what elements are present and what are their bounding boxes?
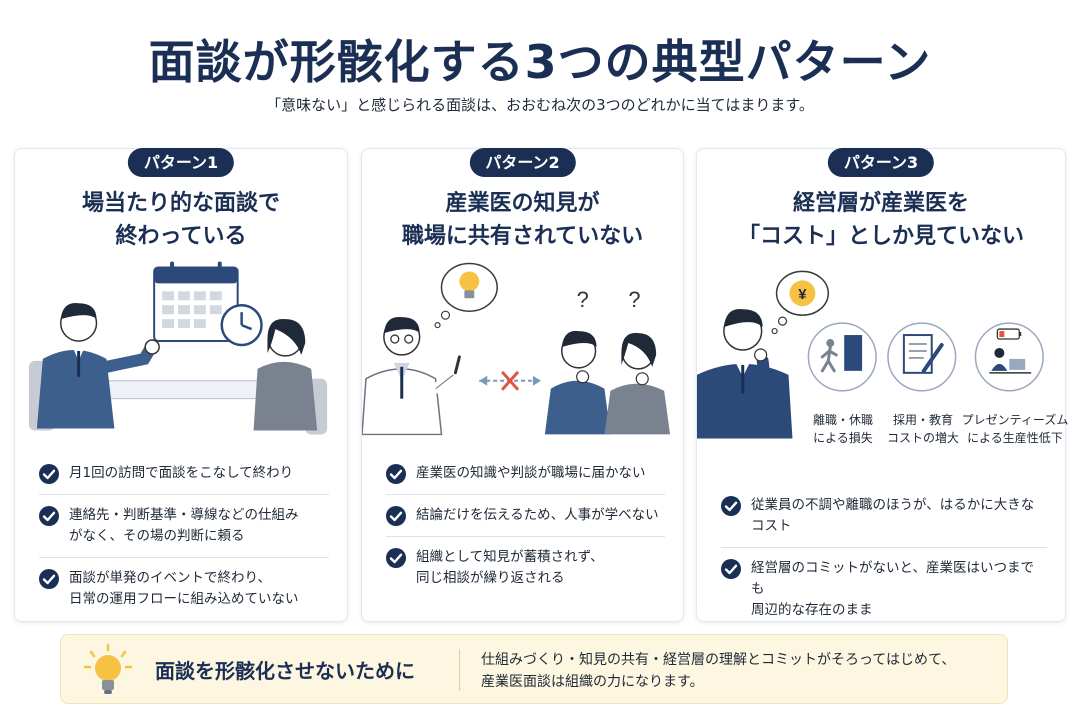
cost-icon-label: 採用・教育 コストの増大 — [886, 413, 959, 445]
pattern-heading: 経営層が産業医を「コスト」としか見ていない — [737, 191, 1024, 249]
cross-icon — [501, 370, 520, 391]
point-item: 結論だけを伝えるため、人事が学べない — [386, 495, 665, 537]
pattern-card-3: パターン3 経営層が産業医を「コスト」としか見ていない ¥ — [696, 148, 1068, 622]
lightbulb-icon — [83, 643, 133, 694]
footer-callout: 面談を形骸化させないために 仕組みづくり・知見の共有・経営層の理解とコミットがそ… — [60, 634, 1008, 704]
point-text: 面談が単発のイベントで終わり、 日常の運用フローに組み込めていない — [69, 570, 299, 607]
point-item: 月1回の訪問で面談をこなして終わり — [39, 453, 329, 495]
point-text: 月1回の訪問で面談をこなして終わり — [69, 465, 294, 481]
cost-icon-label: プレゼンティーズム による生産性低下 — [961, 413, 1069, 445]
pattern-points: 従業員の不調や離職のほうが、はるかに大きなコスト経営層のコミットがないと、産業医… — [721, 485, 1047, 631]
pattern-badge: パターン2 — [469, 148, 576, 177]
point-item: 経営層のコミットがないと、産業医はいつまでも 周辺的な存在のまま — [721, 548, 1047, 631]
pattern-card-1: パターン1 場当たり的な面談で終わっている — [14, 148, 348, 622]
checkmark-icon — [39, 464, 59, 484]
cost-icon-labels: 離職・休職 による損失 採用・教育 コストの増大 プレゼンティーズム による生産… — [697, 411, 1068, 451]
man-figure — [28, 303, 160, 431]
knowledge-gap-illustration: ? ? — [362, 262, 671, 436]
document-pen-icon — [887, 322, 957, 392]
pattern-points: 月1回の訪問で面談をこなして終わり連絡先・判断基準・導線などの仕組み がなく、そ… — [39, 453, 329, 620]
meeting-illustration — [28, 261, 328, 435]
point-text: 結論だけを伝えるため、人事が学べない — [416, 507, 659, 523]
point-text: 産業医の知識や判談が職場に届かない — [416, 465, 646, 481]
checkmark-icon — [721, 559, 741, 579]
checkmark-icon — [39, 569, 59, 589]
page-title: 面談が形骸化する3つの典型パターン — [148, 35, 932, 89]
clock-icon — [220, 303, 263, 347]
question-mark-icon: ? — [577, 287, 589, 312]
checkmark-icon — [386, 548, 406, 568]
point-item: 面談が単発のイベントで終わり、 日常の運用フローに組み込めていない — [39, 558, 329, 620]
pattern-points: 産業医の知識や判談が職場に届かない結論だけを伝えるため、人事が学べない組織として… — [386, 453, 665, 599]
point-item: 産業医の知識や判談が職場に届かない — [386, 453, 665, 495]
lightbulb-icon — [459, 271, 480, 299]
door-exit-icon — [807, 322, 877, 392]
pattern-heading: 産業医の知見が職場に共有されていない — [401, 191, 644, 249]
woman-figure — [253, 318, 328, 435]
svg-text:¥: ¥ — [798, 287, 807, 303]
yen-coin-icon: ¥ — [771, 270, 830, 335]
checkmark-icon — [721, 496, 741, 516]
point-text: 経営層のコミットがないと、産業医はいつまでも 周辺的な存在のまま — [751, 560, 1034, 618]
point-item: 連絡先・判断基準・導線などの仕組み がなく、その場の判断に頼る — [39, 495, 329, 558]
pattern-badge: パターン1 — [127, 148, 235, 177]
calendar-icon — [153, 261, 239, 343]
point-text: 連絡先・判断基準・導線などの仕組み がなく、その場の判断に頼る — [69, 507, 299, 544]
checkmark-icon — [39, 506, 59, 526]
pattern-badge: パターン3 — [827, 148, 935, 177]
footer-heading: 面談を形骸化させないために — [155, 659, 415, 683]
point-item: 従業員の不調や離職のほうが、はるかに大きなコスト — [721, 485, 1047, 548]
point-text: 従業員の不調や離職のほうが、はるかに大きなコスト — [751, 497, 1035, 534]
pattern-heading: 場当たり的な面談で終わっている — [81, 191, 280, 249]
pattern-card-2: パターン2 産業医の知見が職場に共有されていない — [361, 148, 684, 622]
footer-divider — [459, 649, 460, 691]
doctor-figure — [362, 316, 461, 436]
cost-icon-label: 離職・休職 による損失 — [812, 413, 873, 445]
executive-cost-illustration: ¥ — [697, 270, 1044, 439]
footer-text: 仕組みづくり・知見の共有・経営層の理解とコミットがそろってはじめて、 産業医面談… — [481, 652, 956, 690]
confused-woman-figure — [604, 332, 671, 435]
executive-figure — [697, 309, 793, 439]
low-battery-worker-icon — [974, 322, 1044, 392]
page-subtitle: 「意味ない」と感じられる面談は、おおむね次の3つのどれかに当てはまります。 — [266, 96, 814, 114]
checkmark-icon — [386, 506, 406, 526]
point-item: 組織として知見が蓄積されず、 同じ相談が繰り返される — [386, 537, 665, 599]
checkmark-icon — [386, 464, 406, 484]
question-mark-icon: ? — [628, 287, 640, 312]
confused-man-figure — [544, 330, 611, 435]
point-text: 組織として知見が蓄積されず、 同じ相談が繰り返される — [416, 549, 604, 586]
